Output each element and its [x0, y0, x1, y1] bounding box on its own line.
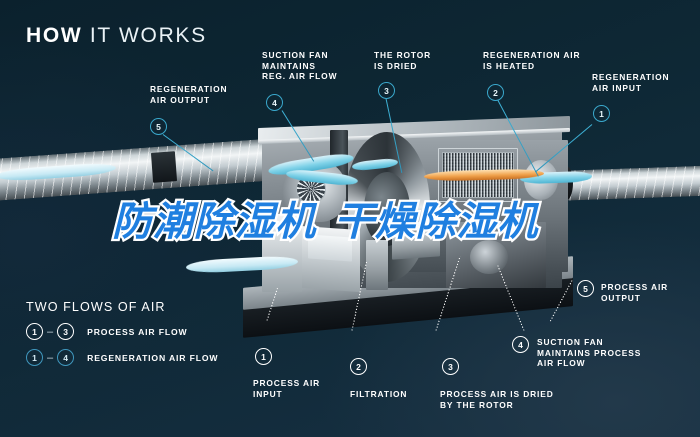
legend-circle-from-1: 1 — [26, 323, 43, 340]
callout-1-process-air-input[interactable]: 1 — [255, 348, 272, 365]
callout-2-filtration[interactable]: 2 — [350, 358, 367, 375]
chinese-headline-part-1: 防潮除湿机 — [110, 198, 318, 247]
legend-label-regeneration-air-flow: REGENERATION AIR FLOW — [87, 352, 219, 363]
motor-housing — [470, 240, 508, 274]
callout-1-regeneration-air-input[interactable]: 1 — [593, 105, 610, 122]
callout-3-rotor-is-dried[interactable]: 3 — [378, 82, 395, 99]
legend-row-regeneration-air: 1 – 4 REGENERATION AIR FLOW — [26, 349, 218, 366]
right-duct — [565, 165, 700, 201]
left-divider-panel — [262, 214, 302, 292]
label-regeneration-air-heated: REGENERATION AIR IS HEATED — [483, 50, 581, 71]
label-process-air-dried: PROCESS AIR IS DRIED BY THE ROTOR — [440, 389, 554, 410]
inner-bracket-a — [366, 240, 388, 290]
legend-heading: TWO FLOWS OF AIR — [26, 300, 166, 314]
label-regeneration-air-output: REGENERATION AIR OUTPUT — [150, 84, 228, 105]
callout-3-process-air-dried[interactable]: 3 — [442, 358, 459, 375]
callout-5-regeneration-air-output[interactable]: 5 — [150, 118, 167, 135]
legend-circle-from-1-blue: 1 — [26, 349, 43, 366]
page-title: HOW IT WORKS — [26, 24, 207, 48]
legend-dash-1: – — [47, 325, 54, 338]
legend-row-process-air: 1 – 3 PROCESS AIR FLOW — [26, 323, 218, 340]
legend-label-process-air-flow: PROCESS AIR FLOW — [87, 326, 188, 337]
callout-4-suction-fan-reg[interactable]: 4 — [266, 94, 283, 111]
legend-circle-to-4: 4 — [57, 349, 75, 366]
legend-circle-to-3: 3 — [57, 323, 75, 340]
chinese-headline-part-2: 干燥除湿机 — [332, 198, 540, 247]
page-title-light: IT WORKS — [89, 24, 207, 47]
label-regeneration-air-input: REGENERATION AIR INPUT — [592, 72, 670, 93]
label-suction-fan-reg: SUCTION FAN MAINTAINS REG. AIR FLOW — [262, 50, 338, 82]
label-process-air-input: PROCESS AIR INPUT — [253, 378, 321, 399]
callout-4-suction-fan-process[interactable]: 4 — [512, 336, 529, 353]
legend: TWO FLOWS OF AIR 1 – 3 PROCESS AIR FLOW … — [26, 300, 218, 366]
label-suction-fan-process: SUCTION FAN MAINTAINS PROCESS AIR FLOW — [537, 337, 642, 369]
chinese-headline-overlay: 防潮除湿机 干燥除湿机 — [110, 198, 540, 247]
label-rotor-is-dried: THE ROTOR IS DRIED — [374, 50, 432, 71]
label-process-air-output: PROCESS AIR OUTPUT — [601, 282, 669, 303]
left-duct-opening — [150, 151, 178, 183]
label-filtration: FILTRATION — [350, 389, 408, 399]
callout-2-regeneration-air-heated[interactable]: 2 — [487, 84, 504, 101]
legend-dash-2: – — [47, 351, 54, 364]
callout-5-process-air-output[interactable]: 5 — [577, 280, 594, 297]
page-title-bold: HOW — [26, 24, 83, 47]
